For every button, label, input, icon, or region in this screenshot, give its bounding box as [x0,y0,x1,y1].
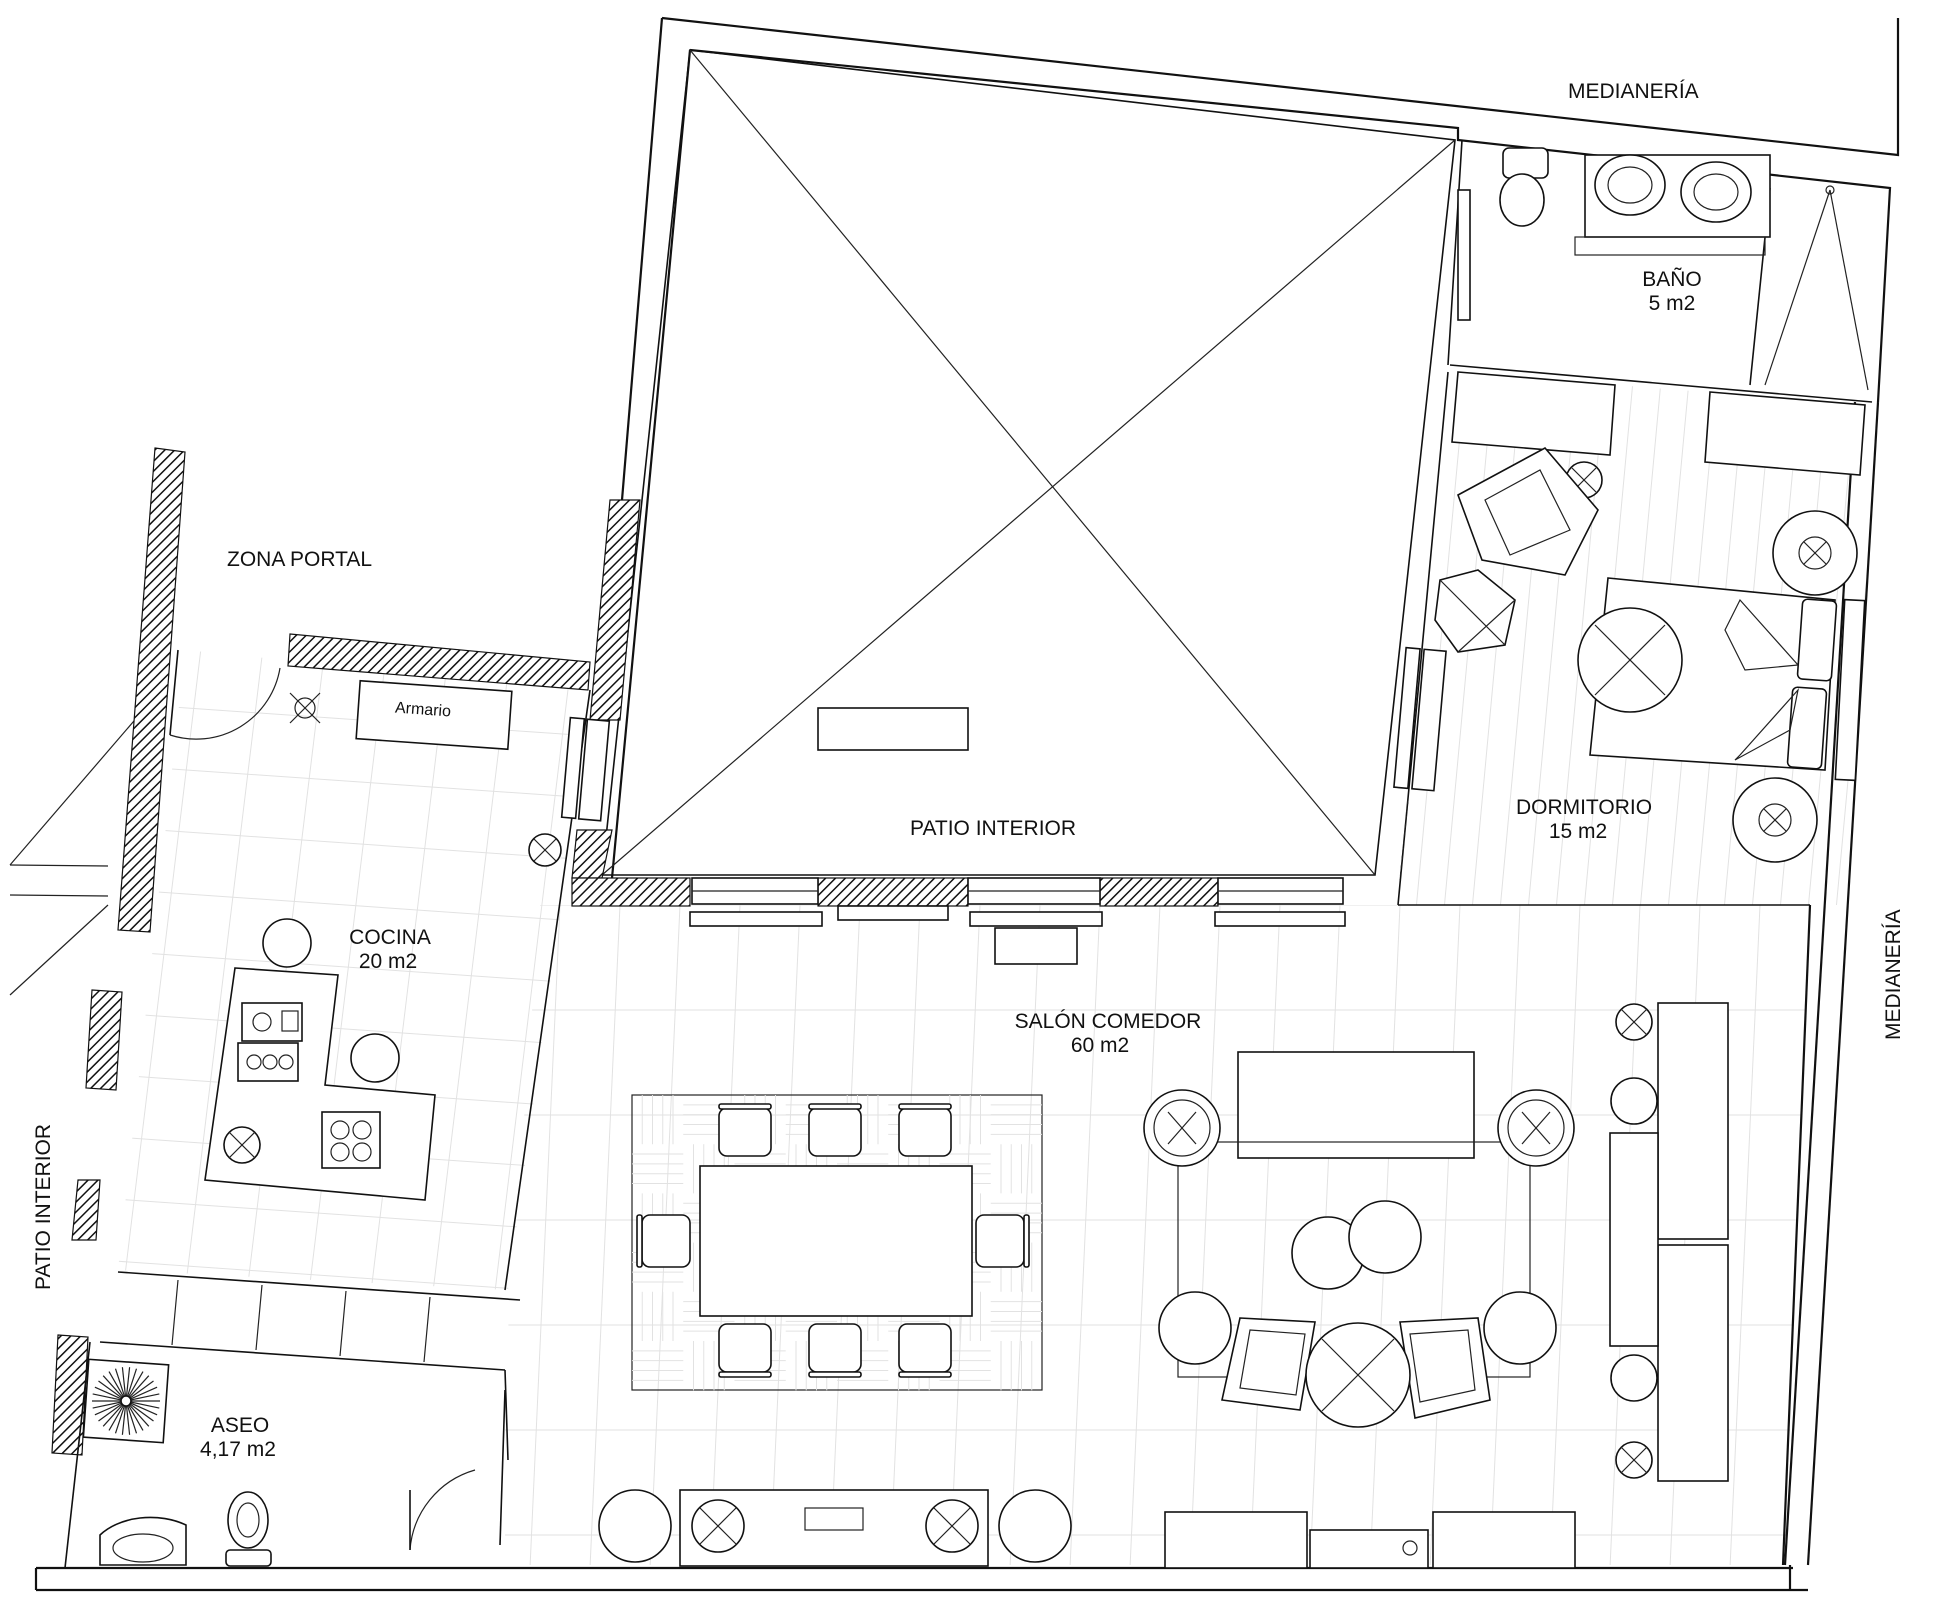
cooktop-icon [237,1042,299,1082]
stool-icon [1610,1354,1658,1402]
dining-chair-icon [898,1103,952,1157]
room-area-bano: 5 m2 [1649,292,1696,315]
wardrobe [355,679,513,751]
plan-labels: MEDIANERÍA MEDIANERÍA ZONA PORTAL PATIO … [32,80,1905,1461]
bar-stool-icon [262,918,312,968]
sink-icon [1680,161,1752,223]
shower-drain-icon [92,1367,160,1435]
kitchen-island [204,967,436,1201]
dining-chair-icon [636,1214,691,1268]
room-area-aseo: 4,17 m2 [200,1438,276,1461]
skylight-opening [817,707,969,751]
room-area-salon: 60 m2 [1071,1034,1129,1057]
label-zona-portal: ZONA PORTAL [227,548,372,571]
stool-icon [1610,1077,1658,1125]
floor-box [994,927,1078,965]
bedroom-desk [1451,371,1616,456]
bathroom [1447,139,1873,403]
structural-walls [51,447,1219,1456]
low-cabinet [1164,1511,1308,1569]
dining-chair-icon [975,1214,1030,1268]
ceiling-light-icon [294,697,316,719]
room-name-dormitorio: DORMITORIO [1516,796,1652,819]
kitchen [99,649,611,1371]
dining-rug [631,1094,1043,1391]
bedroom [1393,371,1866,906]
dining-chair-icon [808,1103,862,1157]
room-name-cocina: COCINA [349,926,431,949]
armchair-icon [1457,446,1599,576]
salon-comedor [598,1002,1729,1569]
dining-chair-icon [718,1323,772,1378]
cooktop-icon [241,1002,303,1042]
lounge-chair-icon [1399,1317,1491,1419]
side-table-icon [1158,1291,1232,1365]
dining-chair-icon [808,1323,862,1378]
room-name-salon: SALÓN COMEDOR [1015,1010,1202,1033]
room-name-bano: BAÑO [1642,267,1702,291]
plant-pot-icon [998,1489,1072,1563]
side-table-icon [1483,1291,1557,1365]
toilet-tank-icon [225,1549,272,1567]
label-patio-interior-left: PATIO INTERIOR [32,1124,55,1290]
plant-pot-icon [598,1489,672,1563]
bench [1609,1132,1659,1347]
toilet-icon [1499,173,1545,227]
bedroom-cabinet [1704,391,1866,476]
toilet-icon [227,1491,269,1549]
bar-stool-icon [350,1033,400,1083]
washbasin-icon [99,1516,187,1566]
sofa-segment [1657,1002,1729,1240]
cooktop-icon [321,1111,381,1169]
dining-table [699,1165,973,1317]
dining-chair-icon [718,1103,772,1157]
low-cabinet [1309,1529,1429,1569]
patio-windows [689,877,1346,965]
sideboard [1237,1051,1475,1159]
coffee-table-icon [1348,1200,1422,1274]
lounge-chair-icon [1221,1317,1316,1411]
room-name-aseo: ASEO [211,1414,269,1437]
aseo [64,1341,509,1569]
sink-icon [1594,154,1666,216]
sofa-segment [1657,1244,1729,1482]
room-area-cocina: 20 m2 [359,950,417,973]
label-armario: Armario [394,700,451,721]
low-cabinet [1432,1511,1576,1569]
label-medianeria-top: MEDIANERÍA [1568,80,1699,103]
label-medianeria-right: MEDIANERÍA [1882,909,1905,1040]
room-area-dormitorio: 15 m2 [1549,820,1607,843]
dining-chair-icon [898,1323,952,1378]
label-patio-interior: PATIO INTERIOR [910,817,1076,840]
